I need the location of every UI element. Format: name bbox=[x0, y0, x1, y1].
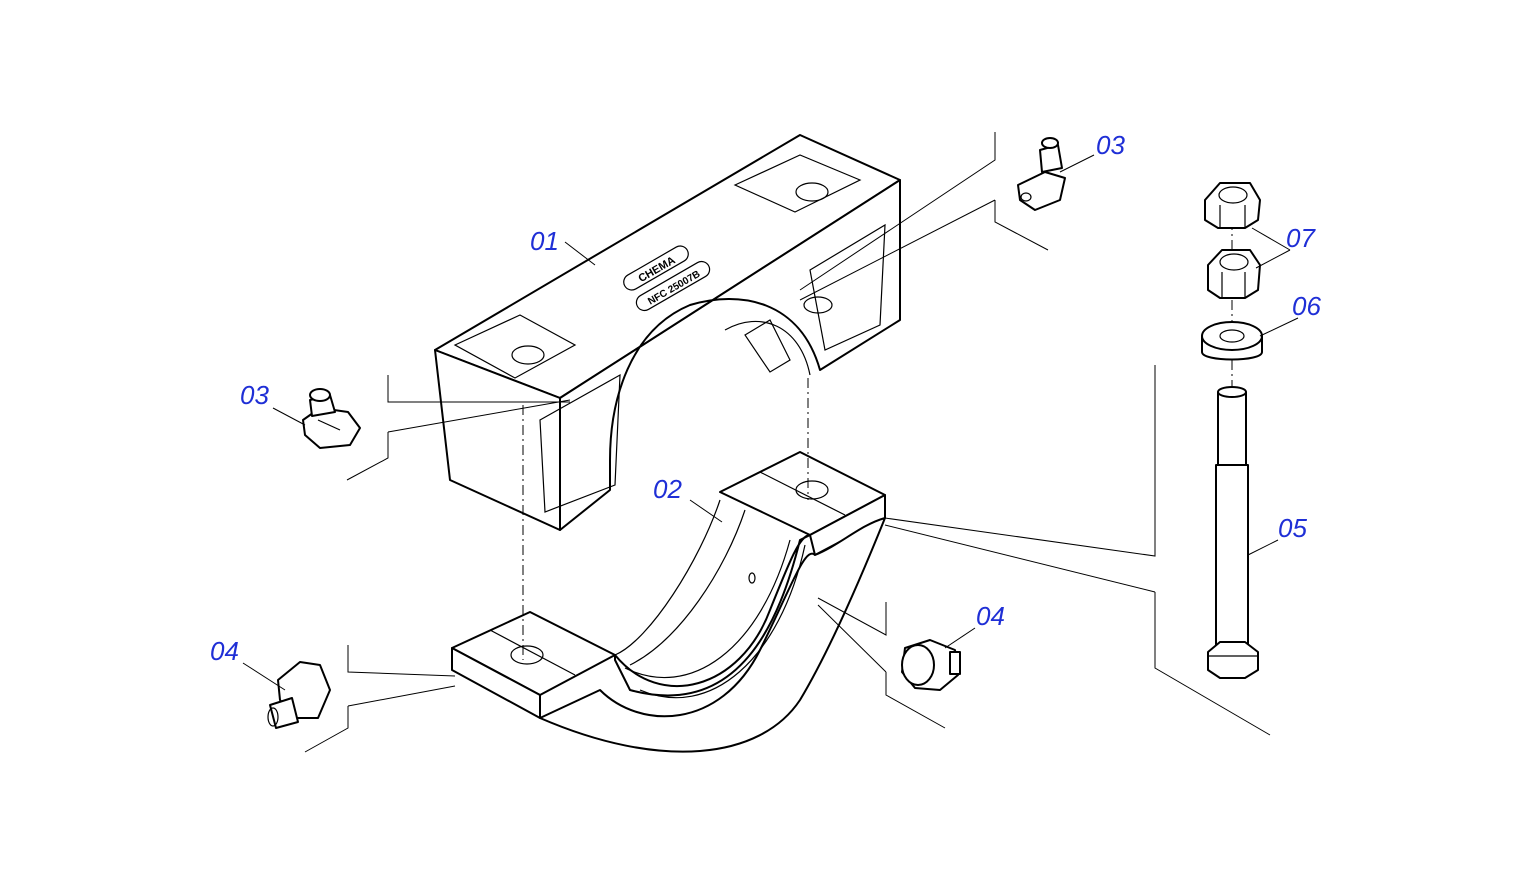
callout-labels: 01 02 03 03 04 04 05 06 07 bbox=[210, 130, 1321, 666]
bolt bbox=[1207, 386, 1259, 679]
callout-04-right: 04 bbox=[976, 601, 1005, 631]
bearing-cap-upper: CHEMA NFC 25007B bbox=[434, 134, 901, 531]
callout-06: 06 bbox=[1292, 291, 1321, 321]
callout-07: 07 bbox=[1286, 223, 1316, 253]
callout-02: 02 bbox=[653, 474, 682, 504]
nut-upper bbox=[1204, 182, 1261, 229]
callout-03-left: 03 bbox=[240, 380, 269, 410]
washer bbox=[1201, 321, 1263, 361]
plug-left bbox=[267, 661, 331, 729]
label-leaders bbox=[242, 154, 1299, 691]
assembly-lines bbox=[304, 132, 1271, 753]
bearing-cap-lower bbox=[451, 451, 886, 753]
nut-lower bbox=[1207, 249, 1261, 299]
grease-nipple-right bbox=[1017, 137, 1066, 211]
callout-01: 01 bbox=[530, 226, 559, 256]
callout-03-right: 03 bbox=[1096, 130, 1125, 160]
grease-nipple-left bbox=[302, 388, 361, 449]
callout-04-left: 04 bbox=[210, 636, 239, 666]
plug-right bbox=[901, 639, 961, 691]
callout-05: 05 bbox=[1278, 513, 1307, 543]
